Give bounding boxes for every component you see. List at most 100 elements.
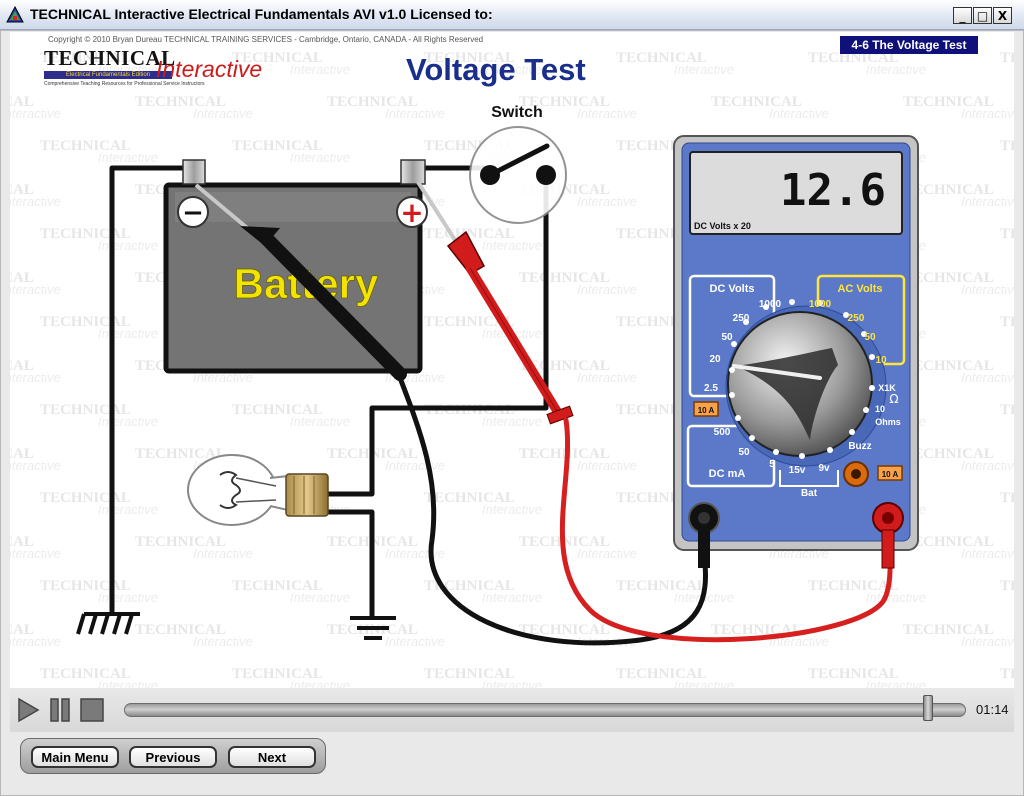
- watermark-word-interactive: Interactive: [482, 414, 542, 429]
- watermark-word-interactive: Interactive: [961, 370, 1014, 385]
- watermark-word-technical: TECHNICAL: [1000, 402, 1014, 418]
- watermark-word-technical: TECHNICAL: [40, 314, 131, 330]
- minimize-button[interactable]: _: [953, 7, 972, 24]
- watermark-word-interactive: Interactive: [98, 678, 158, 688]
- navigation-bar: Main Menu Previous Next: [20, 738, 326, 774]
- previous-button[interactable]: Previous: [129, 746, 217, 768]
- watermark-word-technical: TECHNICAL: [519, 446, 610, 462]
- watermark-word-technical: TECHNICAL: [1000, 490, 1014, 506]
- watermark-word-technical: TECHNICAL: [40, 490, 131, 506]
- watermark-word-interactive: Interactive: [482, 590, 542, 605]
- ac-scale-10: 10: [875, 355, 887, 366]
- watermark-word-interactive: Interactive: [10, 458, 61, 473]
- watermark-word-interactive: Interactive: [290, 414, 350, 429]
- ten-amp-label-left: 10 A: [698, 406, 715, 415]
- buzz-label: Buzz: [848, 441, 871, 452]
- voltage-test-diagram: Battery − + S: [76, 104, 919, 646]
- ohms-symbol: Ω: [889, 392, 898, 406]
- watermark-word-technical: TECHNICAL: [232, 578, 323, 594]
- ohm-scale-x1k: X1K: [878, 383, 896, 393]
- elapsed-time: 01:14: [976, 702, 1009, 717]
- watermark-word-technical: TECHNICAL: [1000, 226, 1014, 242]
- watermark-word-interactive: Interactive: [10, 106, 61, 121]
- watermark-word-technical: TECHNICAL: [711, 94, 802, 110]
- dc-scale-20: 20: [709, 354, 721, 365]
- watermark-word-technical: TECHNICAL: [40, 402, 131, 418]
- positive-terminal: +: [396, 196, 428, 229]
- ground-symbol-right: [350, 616, 396, 640]
- logo-word-interactive: Interactive: [156, 56, 263, 82]
- watermark-word-interactive: Interactive: [193, 370, 253, 385]
- dc-volts-label: DC Volts: [709, 283, 754, 295]
- red-test-probe: [416, 180, 574, 425]
- watermark-word-technical: TECHNICAL: [903, 446, 994, 462]
- watermark-word-technical: TECHNICAL: [1000, 578, 1014, 594]
- watermark-word-technical: TECHNICAL: [808, 666, 899, 682]
- watermark-word-interactive: Interactive: [769, 106, 829, 121]
- watermark-word-interactive: Interactive: [98, 150, 158, 165]
- watermark-word-technical: TECHNICAL: [40, 138, 131, 154]
- watermark-word-technical: TECHNICAL: [1000, 50, 1014, 66]
- watermark-word-technical: TECHNICAL: [40, 50, 131, 66]
- watermark-word-interactive: Interactive: [866, 678, 926, 688]
- watermark-word-technical: TECHNICAL: [40, 226, 131, 242]
- ac-volts-label: AC Volts: [837, 283, 882, 295]
- pause-icon[interactable]: [48, 697, 72, 723]
- watermark-word-technical: TECHNICAL: [903, 94, 994, 110]
- watermark-word-interactive: Interactive: [674, 678, 734, 688]
- watermark-word-technical: TECHNICAL: [424, 314, 515, 330]
- dc-scale-2-5: 2.5: [704, 383, 718, 394]
- window-title: TECHNICAL Interactive Electrical Fundame…: [30, 6, 493, 22]
- main-menu-button[interactable]: Main Menu: [31, 746, 119, 768]
- multimeter: [673, 135, 919, 569]
- watermark-word-interactive: Interactive: [482, 238, 542, 253]
- watermark-word-technical: TECHNICAL: [903, 182, 994, 198]
- black-probe-lead: [394, 367, 709, 646]
- watermark-word-interactive: Interactive: [577, 370, 637, 385]
- watermark-word-interactive: Interactive: [290, 62, 350, 77]
- close-button[interactable]: X: [993, 7, 1012, 24]
- lamp-bulb: [187, 454, 329, 526]
- watermark-word-interactive: Interactive: [482, 502, 542, 517]
- seek-handle[interactable]: [922, 695, 933, 721]
- watermark-word-technical: TECHNICAL: [903, 534, 994, 550]
- watermark-word-interactive: Interactive: [674, 62, 734, 77]
- watermark-word-technical: TECHNICAL: [135, 534, 226, 550]
- next-button[interactable]: Next: [228, 746, 316, 768]
- watermark-word-interactive: Interactive: [961, 634, 1014, 649]
- section-badge: 4-6 The Voltage Test: [840, 36, 978, 54]
- watermark-word-technical: TECHNICAL: [232, 402, 323, 418]
- watermark-word-technical: TECHNICAL: [808, 50, 899, 66]
- watermark-word-technical: TECHNICAL: [327, 94, 418, 110]
- wire-lamp-to-ground: [317, 509, 375, 619]
- watermark-word-technical: TECHNICAL: [424, 50, 515, 66]
- watermark-word-technical: TECHNICAL: [519, 270, 610, 286]
- watermark-word-technical: TECHNICAL: [10, 270, 34, 286]
- play-icon[interactable]: [16, 697, 40, 723]
- stop-icon[interactable]: [80, 697, 104, 723]
- seek-bar[interactable]: [124, 703, 966, 717]
- ohm-scale-10: 10: [875, 404, 885, 414]
- ten-amp-label-right: 10 A: [882, 470, 899, 479]
- watermark-word-technical: TECHNICAL: [808, 578, 899, 594]
- watermark-word-technical: TECHNICAL: [10, 446, 34, 462]
- watermark-word-technical: TECHNICAL: [519, 94, 610, 110]
- watermark-word-technical: TECHNICAL: [1000, 666, 1014, 682]
- watermark-word-technical: TECHNICAL: [232, 50, 323, 66]
- watermark-word-technical: TECHNICAL: [10, 534, 34, 550]
- red-probe-lead: [559, 417, 893, 643]
- bat-label: Bat: [801, 488, 818, 499]
- black-test-probe: [194, 183, 407, 381]
- negative-symbol: −: [182, 198, 204, 228]
- ac-scale-1000: 1000: [809, 299, 832, 310]
- watermark-word-interactive: Interactive: [10, 634, 61, 649]
- watermark-word-interactive: Interactive: [10, 370, 61, 385]
- logo-edition-bar: Electrical Fundamentals Edition: [44, 71, 172, 79]
- maximize-button[interactable]: □: [973, 7, 992, 24]
- watermark-word-technical: TECHNICAL: [135, 622, 226, 638]
- watermark-word-technical: TECHNICAL: [519, 358, 610, 374]
- watermark-word-technical: TECHNICAL: [232, 138, 323, 154]
- watermark-word-interactive: Interactive: [193, 546, 253, 561]
- positive-symbol: +: [400, 196, 423, 229]
- ma-scale-50: 50: [738, 447, 750, 458]
